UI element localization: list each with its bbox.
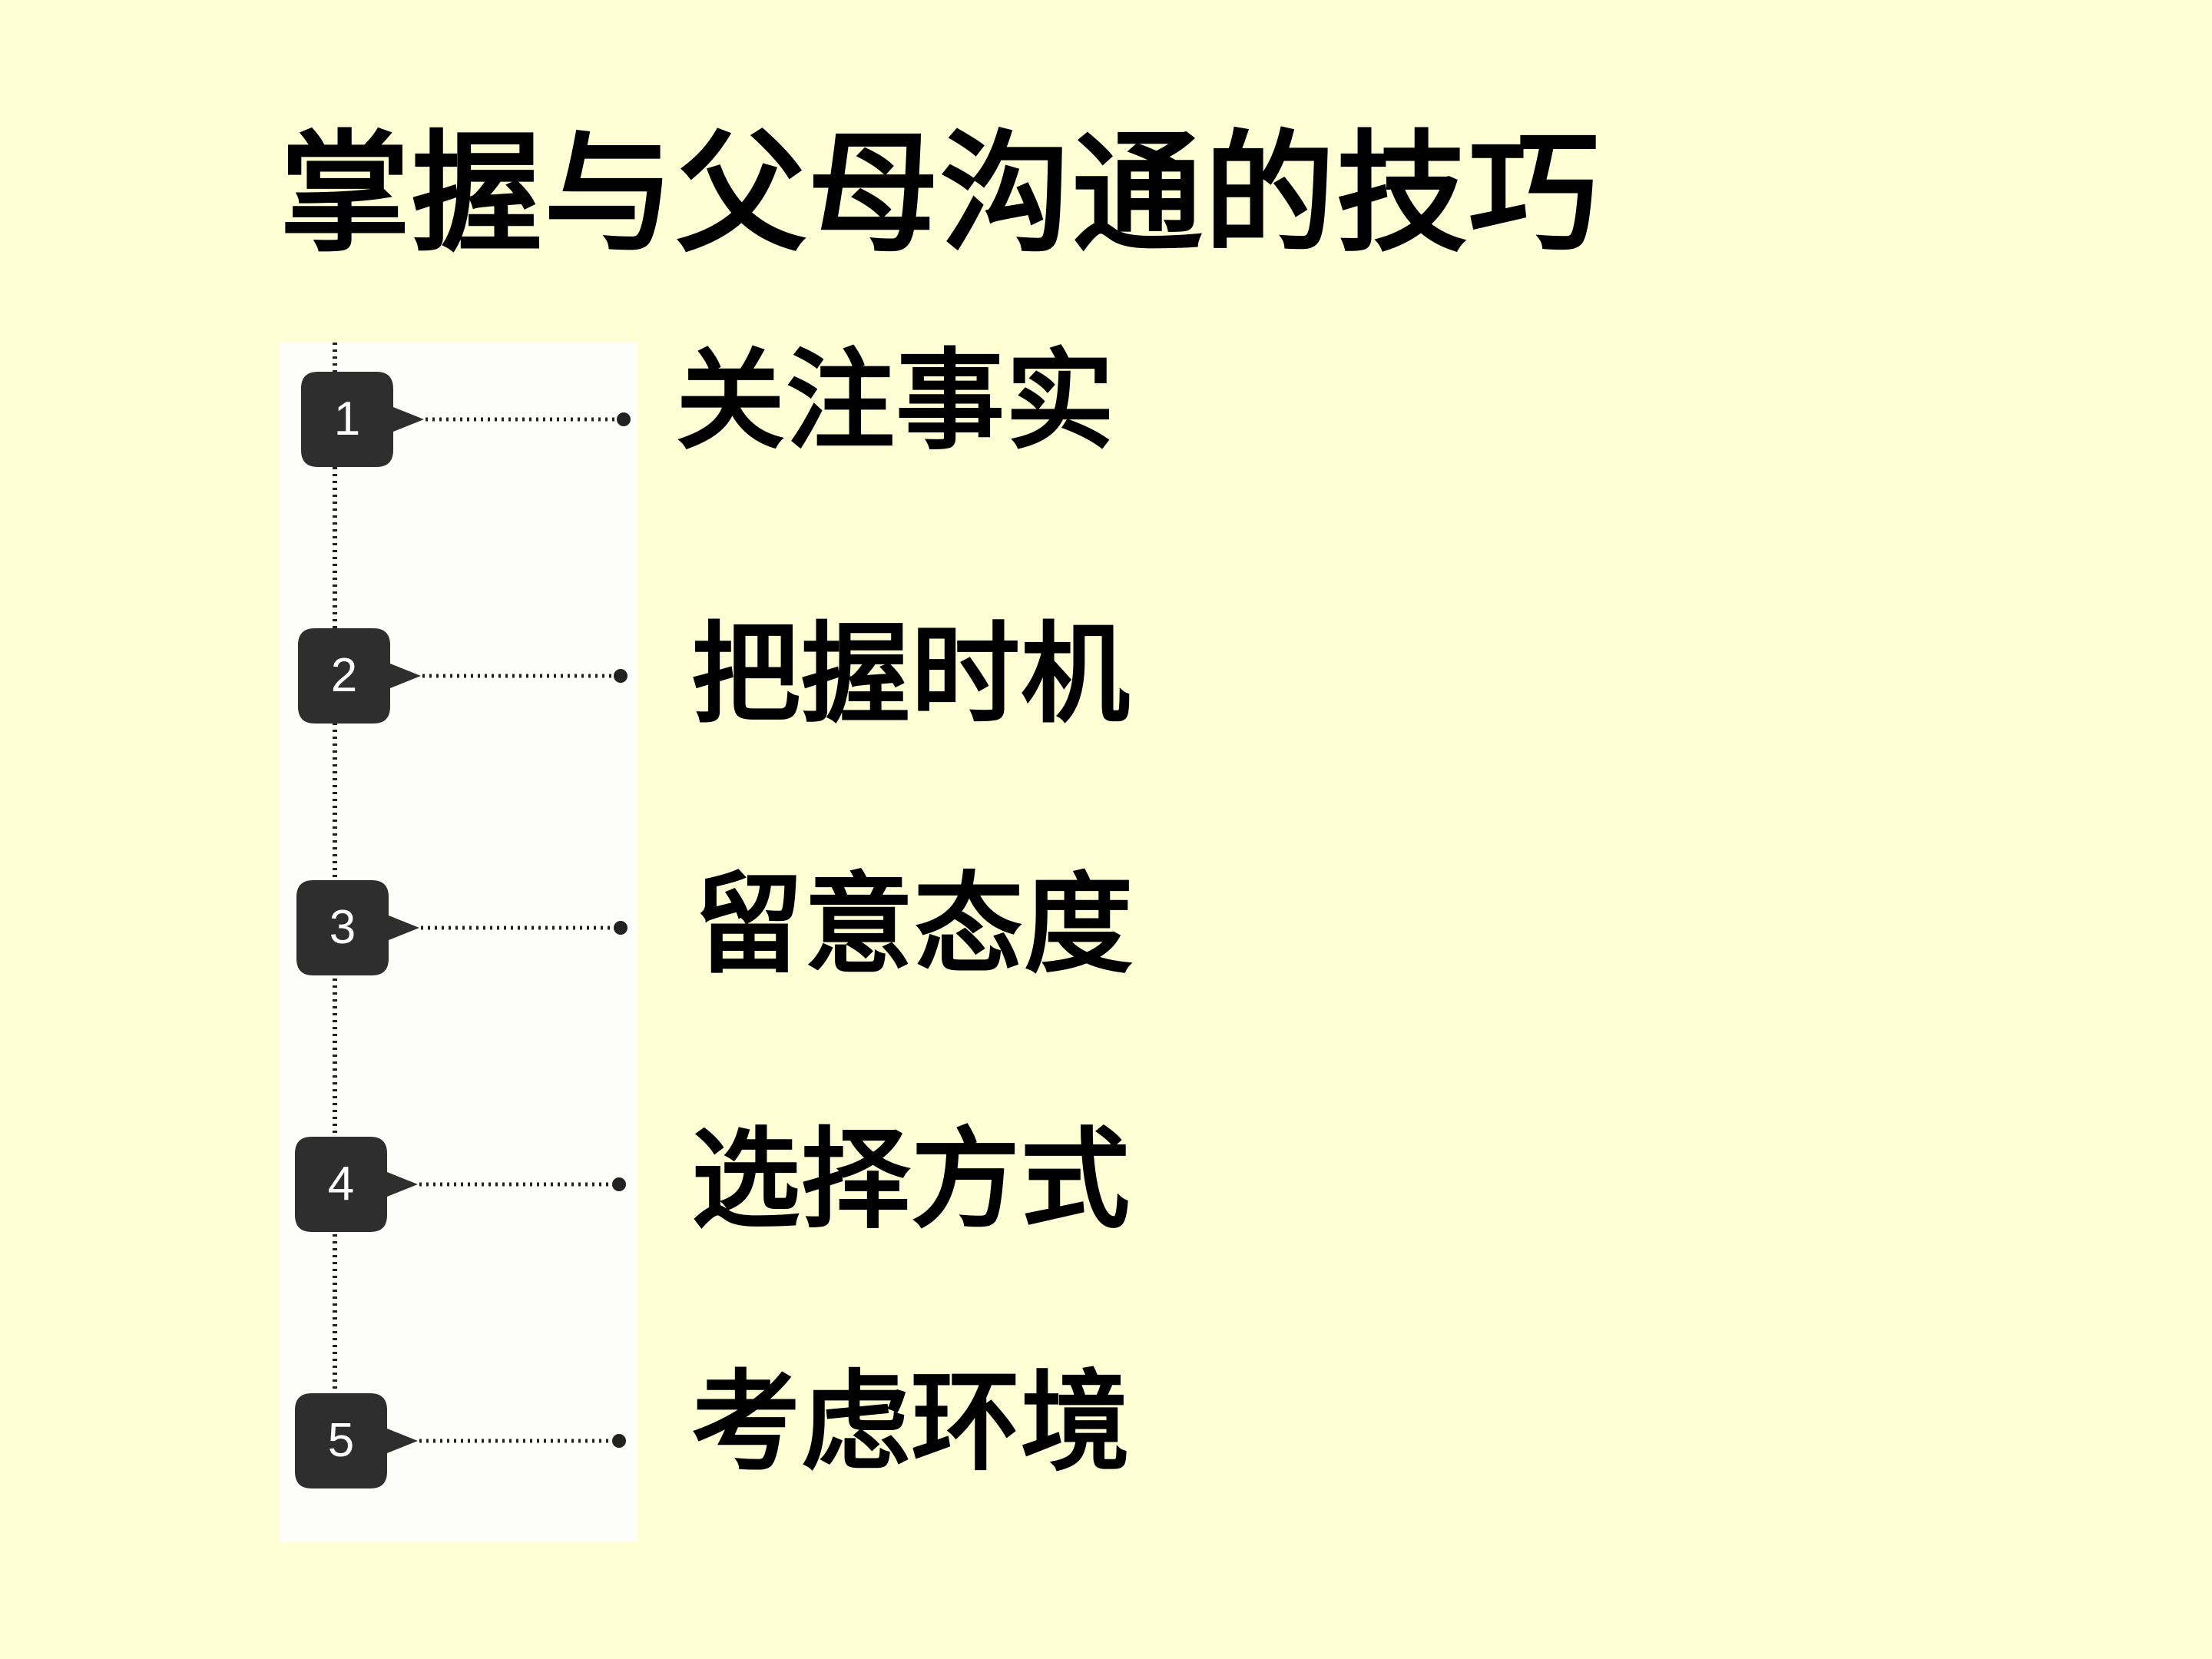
timeline-node-2: 2 <box>298 628 628 724</box>
step-number-3: 3 <box>329 901 356 954</box>
connector-dot-4 <box>612 1177 626 1191</box>
step-number-4: 4 <box>328 1157 354 1210</box>
connector-dot-2 <box>614 669 628 683</box>
step-label-5: 考虑环境 <box>691 1359 1131 1486</box>
connector-dot-5 <box>612 1434 626 1448</box>
step-label-1: 关注事实 <box>676 338 1115 465</box>
step-number-5: 5 <box>328 1414 354 1467</box>
step-badge-3 <box>296 880 419 975</box>
timeline-node-1: 1 <box>301 372 631 467</box>
step-number-2: 2 <box>331 649 357 702</box>
step-badge-4 <box>295 1137 418 1232</box>
step-number-1: 1 <box>334 392 360 445</box>
step-badge-2 <box>298 628 421 724</box>
step-label-3: 留意态度 <box>694 862 1134 988</box>
slide-title: 掌握与父母沟通的技巧 <box>280 118 1601 270</box>
timeline-node-4: 4 <box>295 1137 626 1232</box>
step-badge-1 <box>301 372 424 467</box>
connector-dot-3 <box>614 921 628 935</box>
timeline-node-5: 5 <box>295 1393 626 1488</box>
timeline-graphic: 1 2 3 4 5 <box>295 343 631 1488</box>
step-badge-5 <box>295 1393 418 1488</box>
timeline-panel: 1 2 3 4 5 <box>280 343 637 1542</box>
step-label-4: 选择方式 <box>691 1117 1131 1243</box>
timeline-node-3: 3 <box>296 880 628 975</box>
step-label-2: 把握时机 <box>691 611 1131 738</box>
connector-dot-1 <box>617 412 631 426</box>
